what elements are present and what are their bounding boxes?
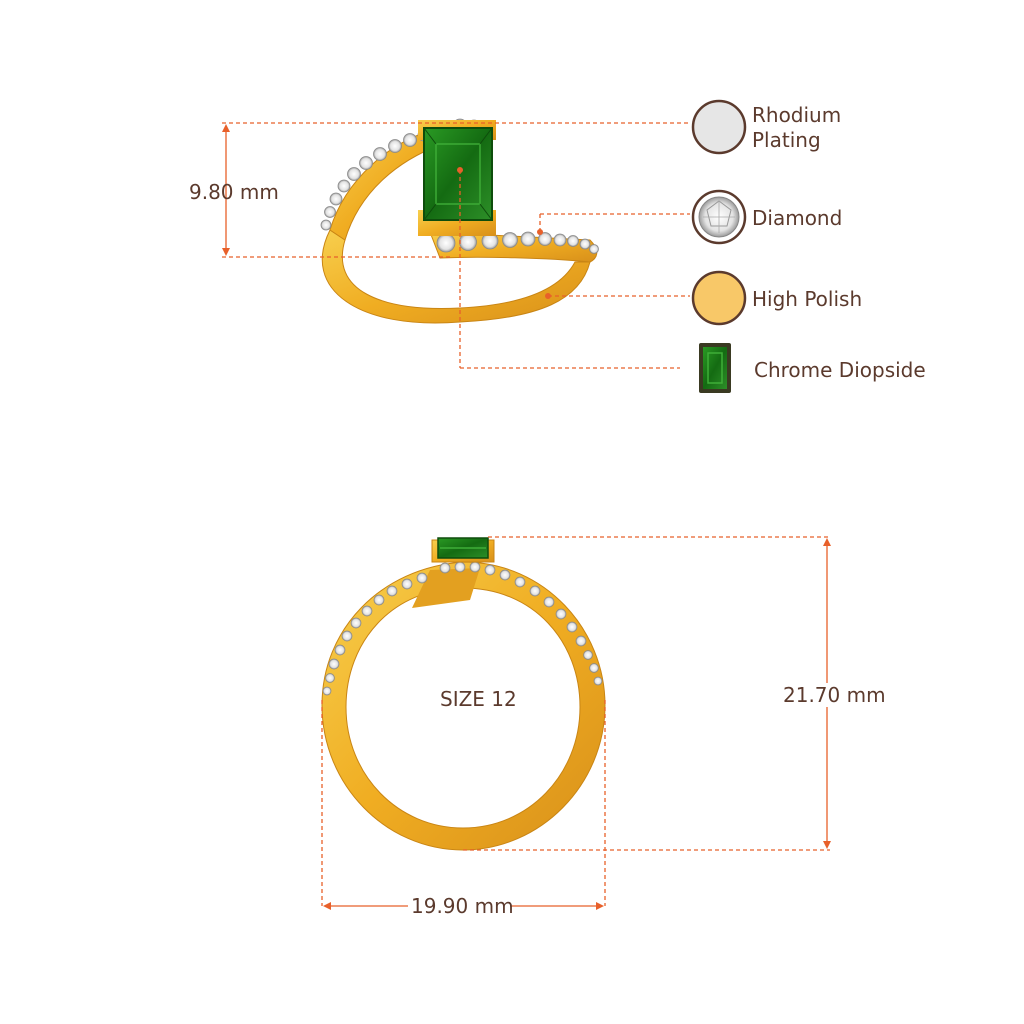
legend-label: Chrome Diopside xyxy=(754,358,926,382)
diamond-swatch-icon xyxy=(691,189,747,245)
top-height-label: 9.80 mm xyxy=(189,180,279,204)
legend-item-rhodium-plating: Rhodium Plating xyxy=(752,103,841,153)
front-height-label: 21.70 mm xyxy=(781,683,888,707)
legend-swatches xyxy=(691,99,747,393)
legend-label-line1: Rhodium xyxy=(752,103,842,127)
legend-label-line2: Plating xyxy=(752,128,821,152)
rhodium-plating-swatch-icon xyxy=(691,99,747,155)
legend-label: Diamond xyxy=(752,206,843,230)
ring-size-label: SIZE 12 xyxy=(440,687,517,711)
top-view-ring xyxy=(320,118,599,324)
legend-item-chrome-diopside: Chrome Diopside xyxy=(754,358,926,383)
legend-item-high-polish: High Polish xyxy=(752,287,862,312)
front-right-pave xyxy=(439,561,603,686)
legend-item-diamond: Diamond xyxy=(752,206,842,231)
top-left-pave xyxy=(320,128,431,231)
top-dimension-lines xyxy=(222,122,690,369)
high-polish-swatch-icon xyxy=(691,270,747,326)
front-view-ring xyxy=(321,537,606,851)
front-width-label: 19.90 mm xyxy=(411,894,514,918)
legend-label: High Polish xyxy=(752,287,863,311)
front-left-pave xyxy=(322,572,428,696)
chrome-diopside-swatch-icon xyxy=(699,343,731,393)
